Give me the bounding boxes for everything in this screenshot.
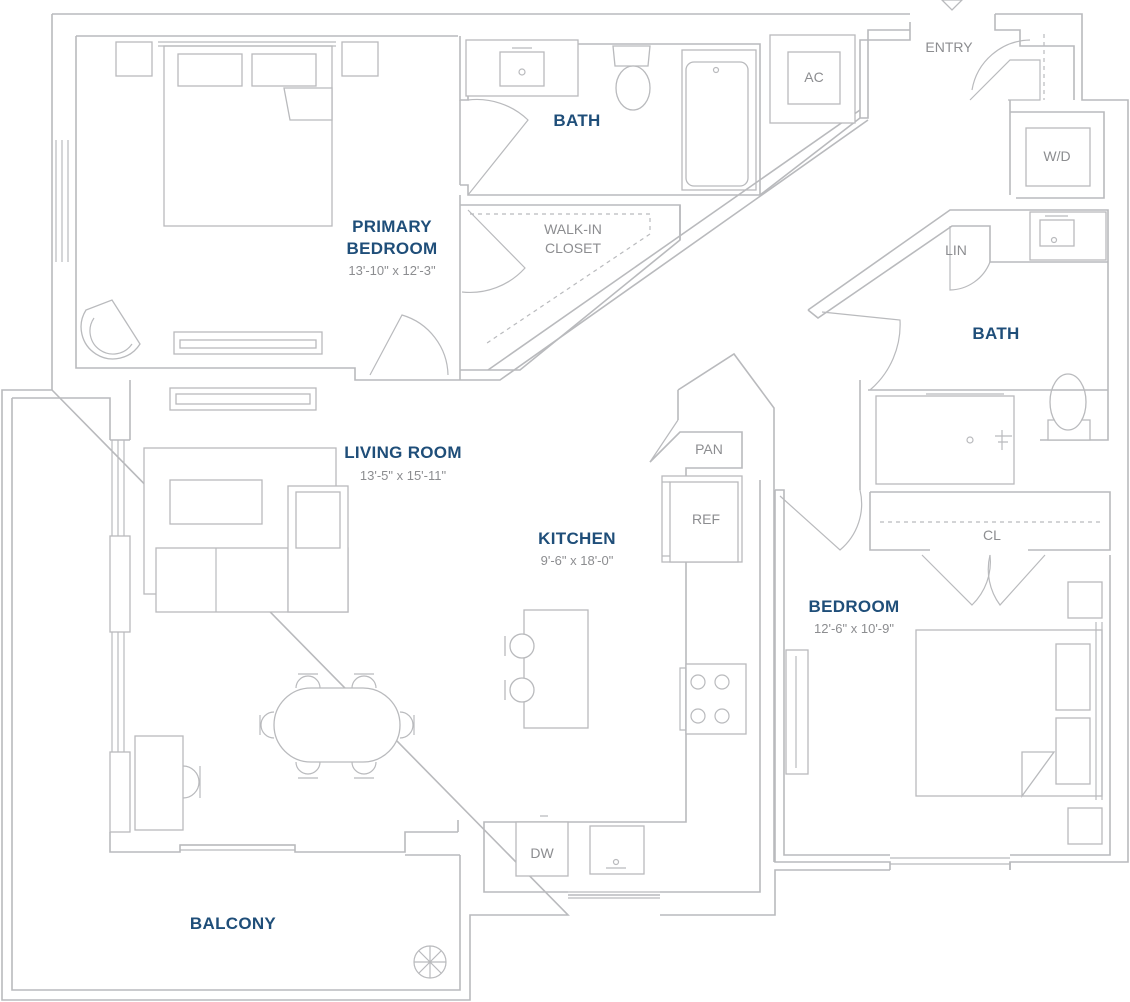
living-room-label: LIVING ROOM xyxy=(344,443,462,462)
primary-bath-walls xyxy=(459,36,761,196)
primary-bath-label: BATH xyxy=(553,111,601,130)
ac-closet xyxy=(769,34,856,124)
secondary-bath xyxy=(807,209,1109,490)
bedroom-walls xyxy=(774,489,1111,870)
closet-label: CL xyxy=(983,527,1001,543)
ac-label: AC xyxy=(804,69,824,85)
dishwasher-label: DW xyxy=(530,845,554,861)
living-room-dims: 13'-5" x 15'-11" xyxy=(359,468,447,483)
primary-window xyxy=(55,140,69,262)
bedroom-closet xyxy=(869,491,1111,606)
kitchen-dims: 9'-6" x 18'-0" xyxy=(540,553,614,568)
exterior-walls xyxy=(1,13,1129,1001)
primary-bedroom-dims: 13'-10" x 12'-3" xyxy=(348,263,436,278)
balcony-label: BALCONY xyxy=(189,914,277,933)
linen-label: LIN xyxy=(945,242,967,258)
primary-bedroom-label-2: BEDROOM xyxy=(346,239,438,258)
entry xyxy=(941,0,1075,101)
walk-in-label-1: WALK-IN xyxy=(544,221,602,237)
bedroom-dims: 12'-6" x 10'-9" xyxy=(814,621,894,636)
kitchen-label: KITCHEN xyxy=(538,529,616,548)
primary-door xyxy=(369,314,449,376)
walk-in-label-2: CLOSET xyxy=(544,240,602,256)
refrigerator-label: REF xyxy=(692,511,720,527)
wd-closet xyxy=(1009,100,1105,199)
balcony-walls xyxy=(109,820,460,856)
pantry-label: PAN xyxy=(695,441,723,457)
diagonal-wall xyxy=(455,22,911,381)
wd-label: W/D xyxy=(1043,148,1071,164)
living-furniture xyxy=(134,387,415,831)
bedroom-label: BEDROOM xyxy=(808,597,900,616)
living-windows xyxy=(109,440,131,833)
entry-label: ENTRY xyxy=(925,39,973,55)
primary-bedroom-label-1: PRIMARY xyxy=(352,217,432,236)
primary-furniture xyxy=(80,41,379,360)
plant-icon xyxy=(413,945,447,979)
kitchen-walls xyxy=(483,352,775,899)
secondary-bath-label: BATH xyxy=(972,324,1020,343)
